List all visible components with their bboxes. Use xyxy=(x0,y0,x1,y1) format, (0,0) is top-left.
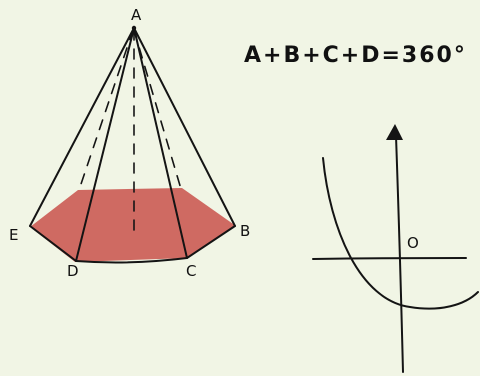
edge-e-d xyxy=(29,225,77,262)
apex-point xyxy=(131,25,137,31)
edge-a-d xyxy=(75,27,135,262)
x-axis xyxy=(312,257,467,260)
origin-label: O xyxy=(407,234,419,252)
label-apex-a: A xyxy=(131,6,142,24)
angle-sum-equation: A+B+C+D=360° xyxy=(244,43,467,68)
edge-c-b xyxy=(186,225,236,259)
edge-a-e xyxy=(29,27,135,227)
label-vertex-e: E xyxy=(9,226,18,244)
parabola-curve xyxy=(322,157,479,310)
label-vertex-c: C xyxy=(186,262,196,280)
pyramid-base-fill xyxy=(30,188,236,262)
edge-a-c xyxy=(133,27,188,259)
y-axis xyxy=(395,135,404,373)
edge-d-c xyxy=(75,257,188,264)
hidden-edge-a-back-right xyxy=(133,29,182,190)
hidden-edge-a-back-left xyxy=(78,29,134,191)
label-vertex-d: D xyxy=(67,262,79,280)
label-vertex-b: B xyxy=(240,222,250,240)
y-axis-arrow-icon xyxy=(386,124,403,140)
edge-a-b xyxy=(133,27,236,227)
